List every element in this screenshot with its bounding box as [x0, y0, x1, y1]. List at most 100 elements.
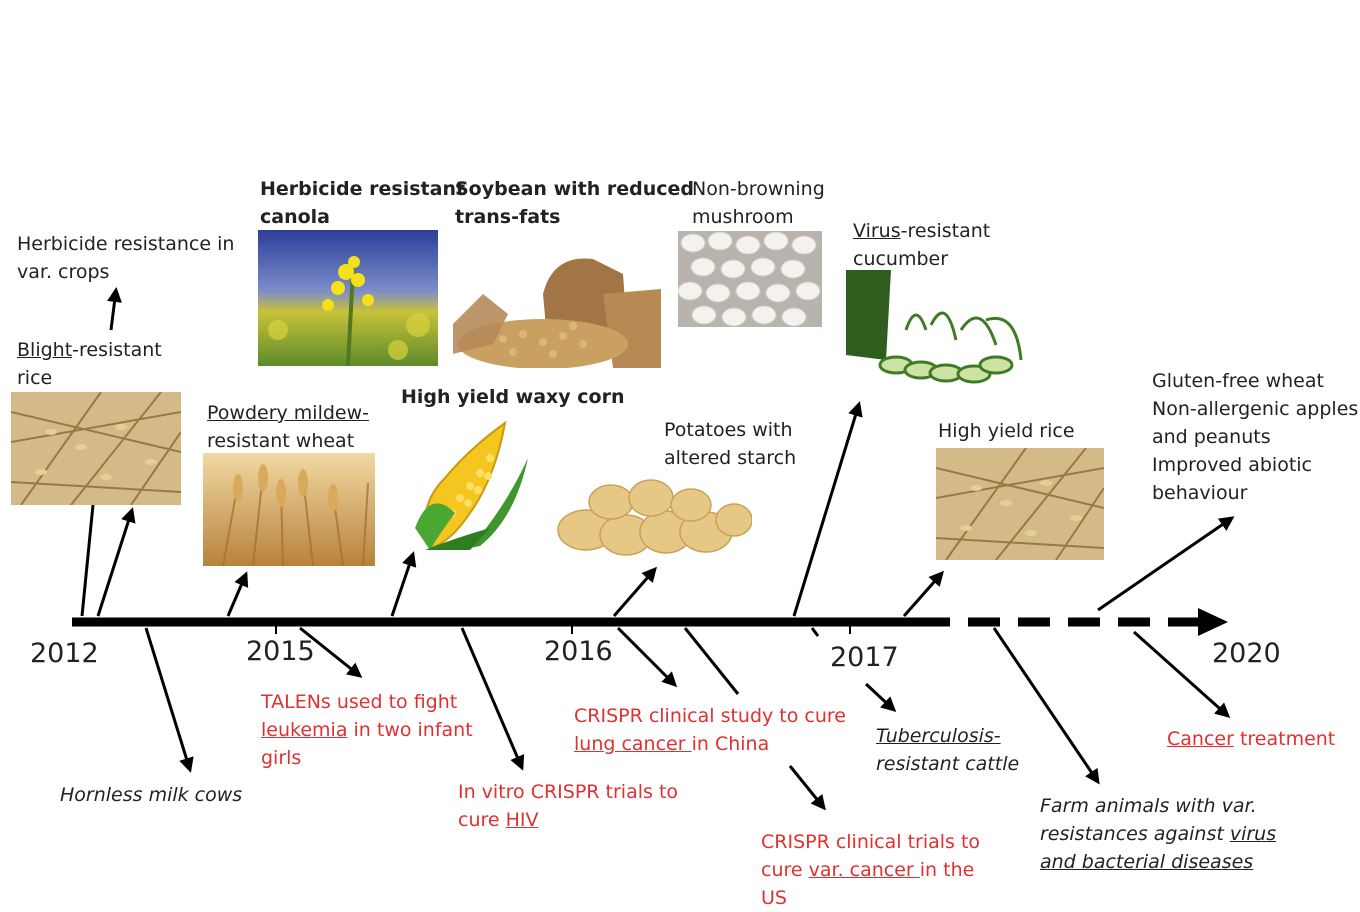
label-line: TALENs used to fight [261, 688, 473, 716]
label-text: in China [692, 733, 770, 755]
label-line: cure var. cancer in the [761, 856, 980, 884]
label-text: in the [920, 859, 975, 881]
label-blight-rice: Blight-resistant rice [17, 336, 162, 392]
label-line: High yield waxy corn [401, 383, 625, 411]
label-text: -resistant [901, 220, 991, 242]
arrow-future-crops [1098, 518, 1232, 610]
label-underlined: Blight [17, 339, 72, 361]
label-underlined: HIV [506, 809, 539, 831]
arrow-herbicide-var-2 [98, 510, 132, 616]
label-mushroom: Non-browning mushroom [692, 175, 825, 231]
label-text: cure [761, 859, 809, 881]
label-underlined: Virus [853, 220, 901, 242]
label-line: girls [261, 744, 473, 772]
label-line: lung cancer in China [574, 730, 846, 758]
arrow-crispr-us-b [790, 766, 824, 808]
wheat-photo [203, 453, 375, 566]
label-line: CRISPR clinical trials to [761, 828, 980, 856]
year-2012: 2012 [30, 638, 99, 669]
rice-photo [11, 392, 181, 505]
arrow-waxy-corn [392, 554, 413, 616]
label-line: Soybean with reduced [455, 175, 694, 203]
label-text: resistances against [1040, 823, 1230, 845]
label-crispr-us: CRISPR clinical trials to cure var. canc… [761, 828, 980, 912]
label-text: cure [458, 809, 506, 831]
label-line: canola [260, 203, 465, 231]
label-crispr-china: CRISPR clinical study to cure lung cance… [574, 702, 846, 758]
label-line: var. crops [17, 258, 234, 286]
soybean-photo [453, 234, 661, 368]
label-line: Potatoes with [664, 416, 796, 444]
mushroom-photo [678, 231, 822, 327]
label-herbicide-canola: Herbicide resistant canola [260, 175, 465, 231]
label-waxy-corn: High yield waxy corn [401, 383, 625, 411]
label-line: trans-fats [455, 203, 694, 231]
label-text: -resistant [72, 339, 162, 361]
label-line: and bacterial diseases [1040, 848, 1276, 876]
label-line: Non-browning [692, 175, 825, 203]
arrow-potatoes [614, 569, 655, 616]
label-underlined: lung cancer [574, 733, 692, 755]
label-mildew-wheat: Powdery mildew- resistant wheat [207, 399, 369, 455]
arrow-hornless-cows [146, 628, 190, 770]
label-line: Blight-resistant [17, 336, 162, 364]
arrow-tb-cattle [866, 684, 894, 710]
label-underlined: var. cancer [809, 859, 920, 881]
arrow-tb-cattle-base [812, 628, 818, 636]
label-line: mushroom [692, 203, 825, 231]
label-tb-cattle: Tuberculosis- resistant cattle [876, 722, 1019, 778]
label-talens: TALENs used to fight leukemia in two inf… [261, 688, 473, 772]
timeline-axis-arrowhead [1198, 608, 1228, 636]
label-soybean: Soybean with reduced trans-fats [455, 175, 694, 231]
label-herbicide-var: Herbicide resistance in var. crops [17, 230, 234, 286]
label-line: Improved abiotic [1152, 451, 1358, 479]
label-line: Farm animals with var. [1040, 792, 1276, 820]
label-line: resistances against virus [1040, 820, 1276, 848]
year-2016: 2016 [544, 636, 613, 667]
label-hornless-cows: Hornless milk cows [60, 781, 242, 809]
label-farm-animals: Farm animals with var. resistances again… [1040, 792, 1276, 876]
label-underlined: virus [1230, 823, 1276, 845]
label-line: and peanuts [1152, 423, 1358, 451]
label-line: cucumber [853, 245, 990, 273]
arrow-crispr-us-a [685, 628, 738, 694]
label-line: Virus-resistant [853, 217, 990, 245]
label-underlined: leukemia [261, 719, 347, 741]
label-line: Powdery mildew- [207, 399, 369, 427]
cucumber-photo [846, 270, 1036, 398]
rice-photo-2 [936, 448, 1104, 560]
label-line: Tuberculosis- [876, 722, 1019, 750]
label-line: High yield rice [938, 417, 1075, 445]
label-cucumber: Virus-resistant cucumber [853, 217, 990, 273]
label-line: Non-allergenic apples [1152, 395, 1358, 423]
label-line: altered starch [664, 444, 796, 472]
label-line: Hornless milk cows [60, 781, 242, 809]
arrow-blight-rice [82, 505, 93, 616]
label-potatoes: Potatoes with altered starch [664, 416, 796, 472]
label-line: CRISPR clinical study to cure [574, 702, 846, 730]
label-line: rice [17, 364, 162, 392]
arrow-crispr-china [618, 628, 675, 685]
arrow-herbicide-var [111, 290, 116, 330]
label-line: cure HIV [458, 806, 678, 834]
label-line: behaviour [1152, 479, 1358, 507]
year-2017: 2017 [830, 642, 899, 673]
label-text: in two infant [347, 719, 472, 741]
potatoes-photo [556, 470, 752, 560]
label-line: leukemia in two infant [261, 716, 473, 744]
label-line: In vitro CRISPR trials to [458, 778, 678, 806]
label-line: Herbicide resistance in [17, 230, 234, 258]
label-text: treatment [1234, 728, 1335, 750]
label-underlined: Cancer [1167, 728, 1234, 750]
corn-illustration [410, 418, 530, 552]
label-line: resistant cattle [876, 750, 1019, 778]
label-future-crops: Gluten-free wheat Non-allergenic apples … [1152, 367, 1358, 507]
label-line: resistant wheat [207, 427, 369, 455]
arrow-cucumber [794, 404, 859, 616]
year-2020: 2020 [1212, 638, 1281, 669]
canola-photo [258, 230, 438, 366]
arrow-high-yield-rice [904, 573, 942, 616]
label-invitro-hiv: In vitro CRISPR trials to cure HIV [458, 778, 678, 834]
label-line: Cancer treatment [1167, 725, 1335, 753]
